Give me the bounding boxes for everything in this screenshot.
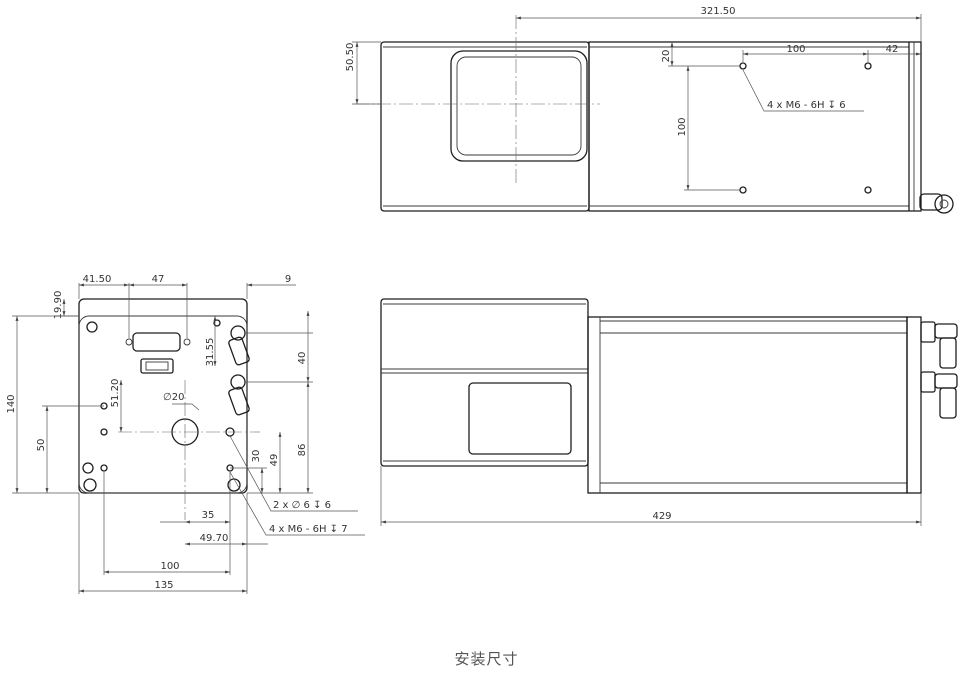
dim-hole-spacing: 100 xyxy=(160,561,179,572)
dim-hole-spacing-x: 100 xyxy=(786,44,805,55)
dim-pin-height: 51.20 xyxy=(110,379,121,408)
side-end-plate xyxy=(906,316,922,494)
dim-side-length: 429 xyxy=(652,511,671,522)
dim-top-length: 321.50 xyxy=(701,6,736,17)
dim-hole-right-2: 30 xyxy=(251,450,262,463)
dim-hole-right-1: 49 xyxy=(269,454,280,467)
dim-connector-height: 31.55 xyxy=(205,338,216,367)
dim-right-height: 86 xyxy=(297,444,308,457)
front-view: 41.50 47 9 19.90 140 50 51.20 31.55 40 8… xyxy=(6,274,365,594)
top-hole xyxy=(864,186,872,194)
side-view: 429 xyxy=(380,298,958,526)
thread-hole xyxy=(100,428,108,436)
dim-connector-width: 47 xyxy=(152,274,165,285)
dim-bore-diameter: ∅20 xyxy=(163,392,184,403)
top-housing xyxy=(380,41,590,212)
drawing-caption: 安装尺寸 xyxy=(454,650,519,668)
dim-pin-spacing: 35 xyxy=(202,510,215,521)
dim-overall-height: 140 xyxy=(6,394,17,413)
connector-db xyxy=(132,332,181,352)
thread-callout: 4 x M6 - 6H ↧ 7 xyxy=(269,524,348,535)
top-view: 321.50 50.50 100 42 20 100 4 x M6 - 6H ↧… xyxy=(345,6,954,214)
connector-rj xyxy=(140,358,174,374)
dim-hole-height: 50 xyxy=(36,439,47,452)
top-body xyxy=(588,41,922,212)
top-hole-callout: 4 x M6 - 6H ↧ 6 xyxy=(767,100,846,111)
dim-pin-offset: 49.70 xyxy=(200,533,229,544)
dim-hole-edge-x: 42 xyxy=(886,44,899,55)
dim-window-offset: 50.50 xyxy=(345,43,356,72)
thread-hole xyxy=(100,464,108,472)
top-hole xyxy=(864,62,872,70)
side-window xyxy=(468,382,572,455)
dim-hole-spacing-y: 100 xyxy=(677,117,688,136)
top-hole xyxy=(739,62,747,70)
side-fittings xyxy=(920,321,958,419)
dim-fitting-spacing: 40 xyxy=(297,352,308,365)
dim-overall-width: 135 xyxy=(154,580,173,591)
dim-top-offset: 19.90 xyxy=(53,291,64,320)
dim-right-offset: 9 xyxy=(285,274,291,285)
pin-callout: 2 x ∅ 6 ↧ 6 xyxy=(273,500,331,511)
top-window xyxy=(450,50,588,162)
dim-left-offset: 41.50 xyxy=(83,274,112,285)
top-hole xyxy=(739,186,747,194)
side-body xyxy=(587,316,908,494)
top-fitting xyxy=(919,193,954,214)
dim-hole-edge-y: 20 xyxy=(661,50,672,63)
